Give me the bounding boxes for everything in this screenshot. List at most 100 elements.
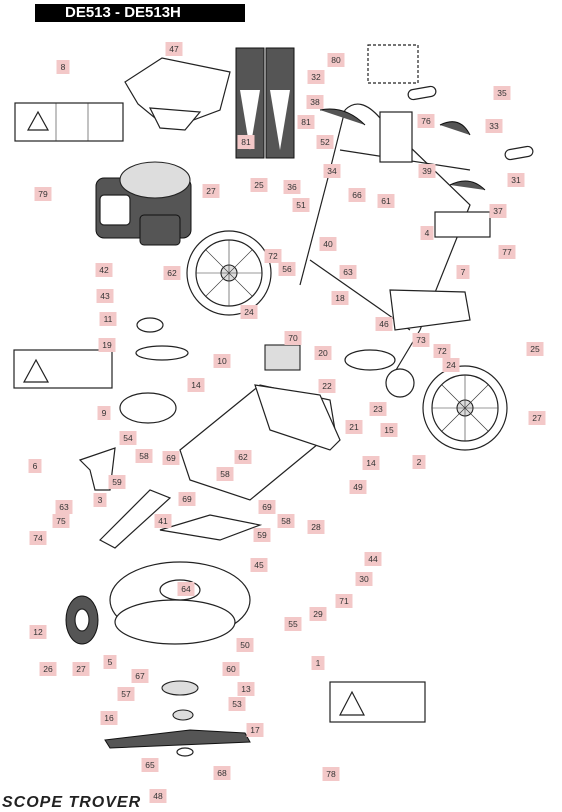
part-label-27: 27 <box>202 184 220 198</box>
svg-text:4: 4 <box>425 228 430 238</box>
svg-text:16: 16 <box>104 713 114 723</box>
part-label-54: 54 <box>119 431 137 445</box>
part-label-48: 48 <box>149 789 167 803</box>
part-label-17: 17 <box>246 723 264 737</box>
part-label-37: 37 <box>489 204 507 218</box>
grip-35b <box>504 145 534 161</box>
svg-text:63: 63 <box>59 502 69 512</box>
svg-text:32: 32 <box>311 72 321 82</box>
svg-text:52: 52 <box>320 137 330 147</box>
part-label-46: 46 <box>375 317 393 331</box>
svg-text:27: 27 <box>76 664 86 674</box>
svg-text:53: 53 <box>232 699 242 709</box>
svg-text:10: 10 <box>217 356 227 366</box>
part-label-24: 24 <box>240 305 258 319</box>
part-label-62: 62 <box>234 450 252 464</box>
svg-text:25: 25 <box>254 180 264 190</box>
svg-text:79: 79 <box>38 189 48 199</box>
svg-text:59: 59 <box>257 530 267 540</box>
svg-text:59: 59 <box>112 477 122 487</box>
lever-33 <box>439 121 471 136</box>
svg-text:33: 33 <box>489 121 499 131</box>
svg-text:20: 20 <box>318 348 328 358</box>
engine <box>95 161 192 246</box>
part-label-28: 28 <box>307 520 325 534</box>
part-label-3: 3 <box>93 493 107 507</box>
part-label-81: 81 <box>237 135 255 149</box>
part-label-18: 18 <box>331 291 349 305</box>
svg-text:27: 27 <box>532 413 542 423</box>
svg-text:75: 75 <box>56 516 66 526</box>
svg-text:23: 23 <box>373 404 383 414</box>
part-label-41: 41 <box>154 514 172 528</box>
svg-text:54: 54 <box>123 433 133 443</box>
part-label-51: 51 <box>292 198 310 212</box>
svg-text:3: 3 <box>98 495 103 505</box>
part-label-20: 20 <box>314 346 332 360</box>
cutting-deck <box>109 561 251 645</box>
part-label-61: 61 <box>377 194 395 208</box>
svg-text:71: 71 <box>339 596 349 606</box>
part-label-58: 58 <box>216 467 234 481</box>
svg-text:45: 45 <box>254 560 264 570</box>
part-label-55: 55 <box>284 617 302 631</box>
part-label-27: 27 <box>72 662 90 676</box>
part-label-39: 39 <box>418 164 436 178</box>
svg-text:70: 70 <box>288 333 298 343</box>
svg-text:80: 80 <box>331 55 341 65</box>
part-label-22: 22 <box>318 379 336 393</box>
svg-text:14: 14 <box>366 458 376 468</box>
sprocket <box>385 368 415 398</box>
svg-text:8: 8 <box>61 62 66 72</box>
part-label-81: 81 <box>297 115 315 129</box>
part-label-29: 29 <box>309 607 327 621</box>
lever-31 <box>449 180 486 191</box>
svg-text:81: 81 <box>301 117 311 127</box>
part-label-44: 44 <box>364 552 382 566</box>
part-label-32: 32 <box>307 70 325 84</box>
svg-text:62: 62 <box>167 268 177 278</box>
svg-text:40: 40 <box>323 239 333 249</box>
svg-text:26: 26 <box>43 664 53 674</box>
svg-text:60: 60 <box>226 664 236 674</box>
rear-wheel-right <box>422 365 508 451</box>
svg-text:69: 69 <box>182 494 192 504</box>
part-label-43: 43 <box>96 289 114 303</box>
part-label-66: 66 <box>348 188 366 202</box>
part-label-62: 62 <box>163 266 181 280</box>
part-label-72: 72 <box>433 344 451 358</box>
svg-text:18: 18 <box>335 293 345 303</box>
part-label-14: 14 <box>187 378 205 392</box>
rear-wheel-left <box>186 230 272 316</box>
arm-41 <box>159 514 263 541</box>
part-label-7: 7 <box>456 265 470 279</box>
svg-text:38: 38 <box>310 97 320 107</box>
svg-text:24: 24 <box>446 360 456 370</box>
part-label-33: 33 <box>485 119 503 133</box>
part-label-70: 70 <box>284 331 302 345</box>
part-label-76: 76 <box>417 114 435 128</box>
part-label-5: 5 <box>103 655 117 669</box>
part-label-58: 58 <box>135 449 153 463</box>
part-label-78: 78 <box>322 767 340 781</box>
svg-text:14: 14 <box>191 380 201 390</box>
svg-text:55: 55 <box>288 619 298 629</box>
svg-text:72: 72 <box>437 346 447 356</box>
part-label-42: 42 <box>95 263 113 277</box>
svg-text:11: 11 <box>104 314 113 324</box>
svg-text:44: 44 <box>368 554 378 564</box>
svg-text:24: 24 <box>244 307 254 317</box>
svg-text:67: 67 <box>135 671 145 681</box>
svg-text:51: 51 <box>296 200 306 210</box>
part-label-65: 65 <box>141 758 159 772</box>
svg-text:12: 12 <box>33 627 43 637</box>
part-label-14: 14 <box>362 456 380 470</box>
bracket-6 <box>78 447 116 491</box>
svg-text:46: 46 <box>379 319 389 329</box>
svg-text:50: 50 <box>240 640 250 650</box>
part-label-58: 58 <box>277 514 295 528</box>
svg-text:19: 19 <box>102 340 112 350</box>
part-label-10: 10 <box>213 354 231 368</box>
svg-text:58: 58 <box>281 516 291 526</box>
